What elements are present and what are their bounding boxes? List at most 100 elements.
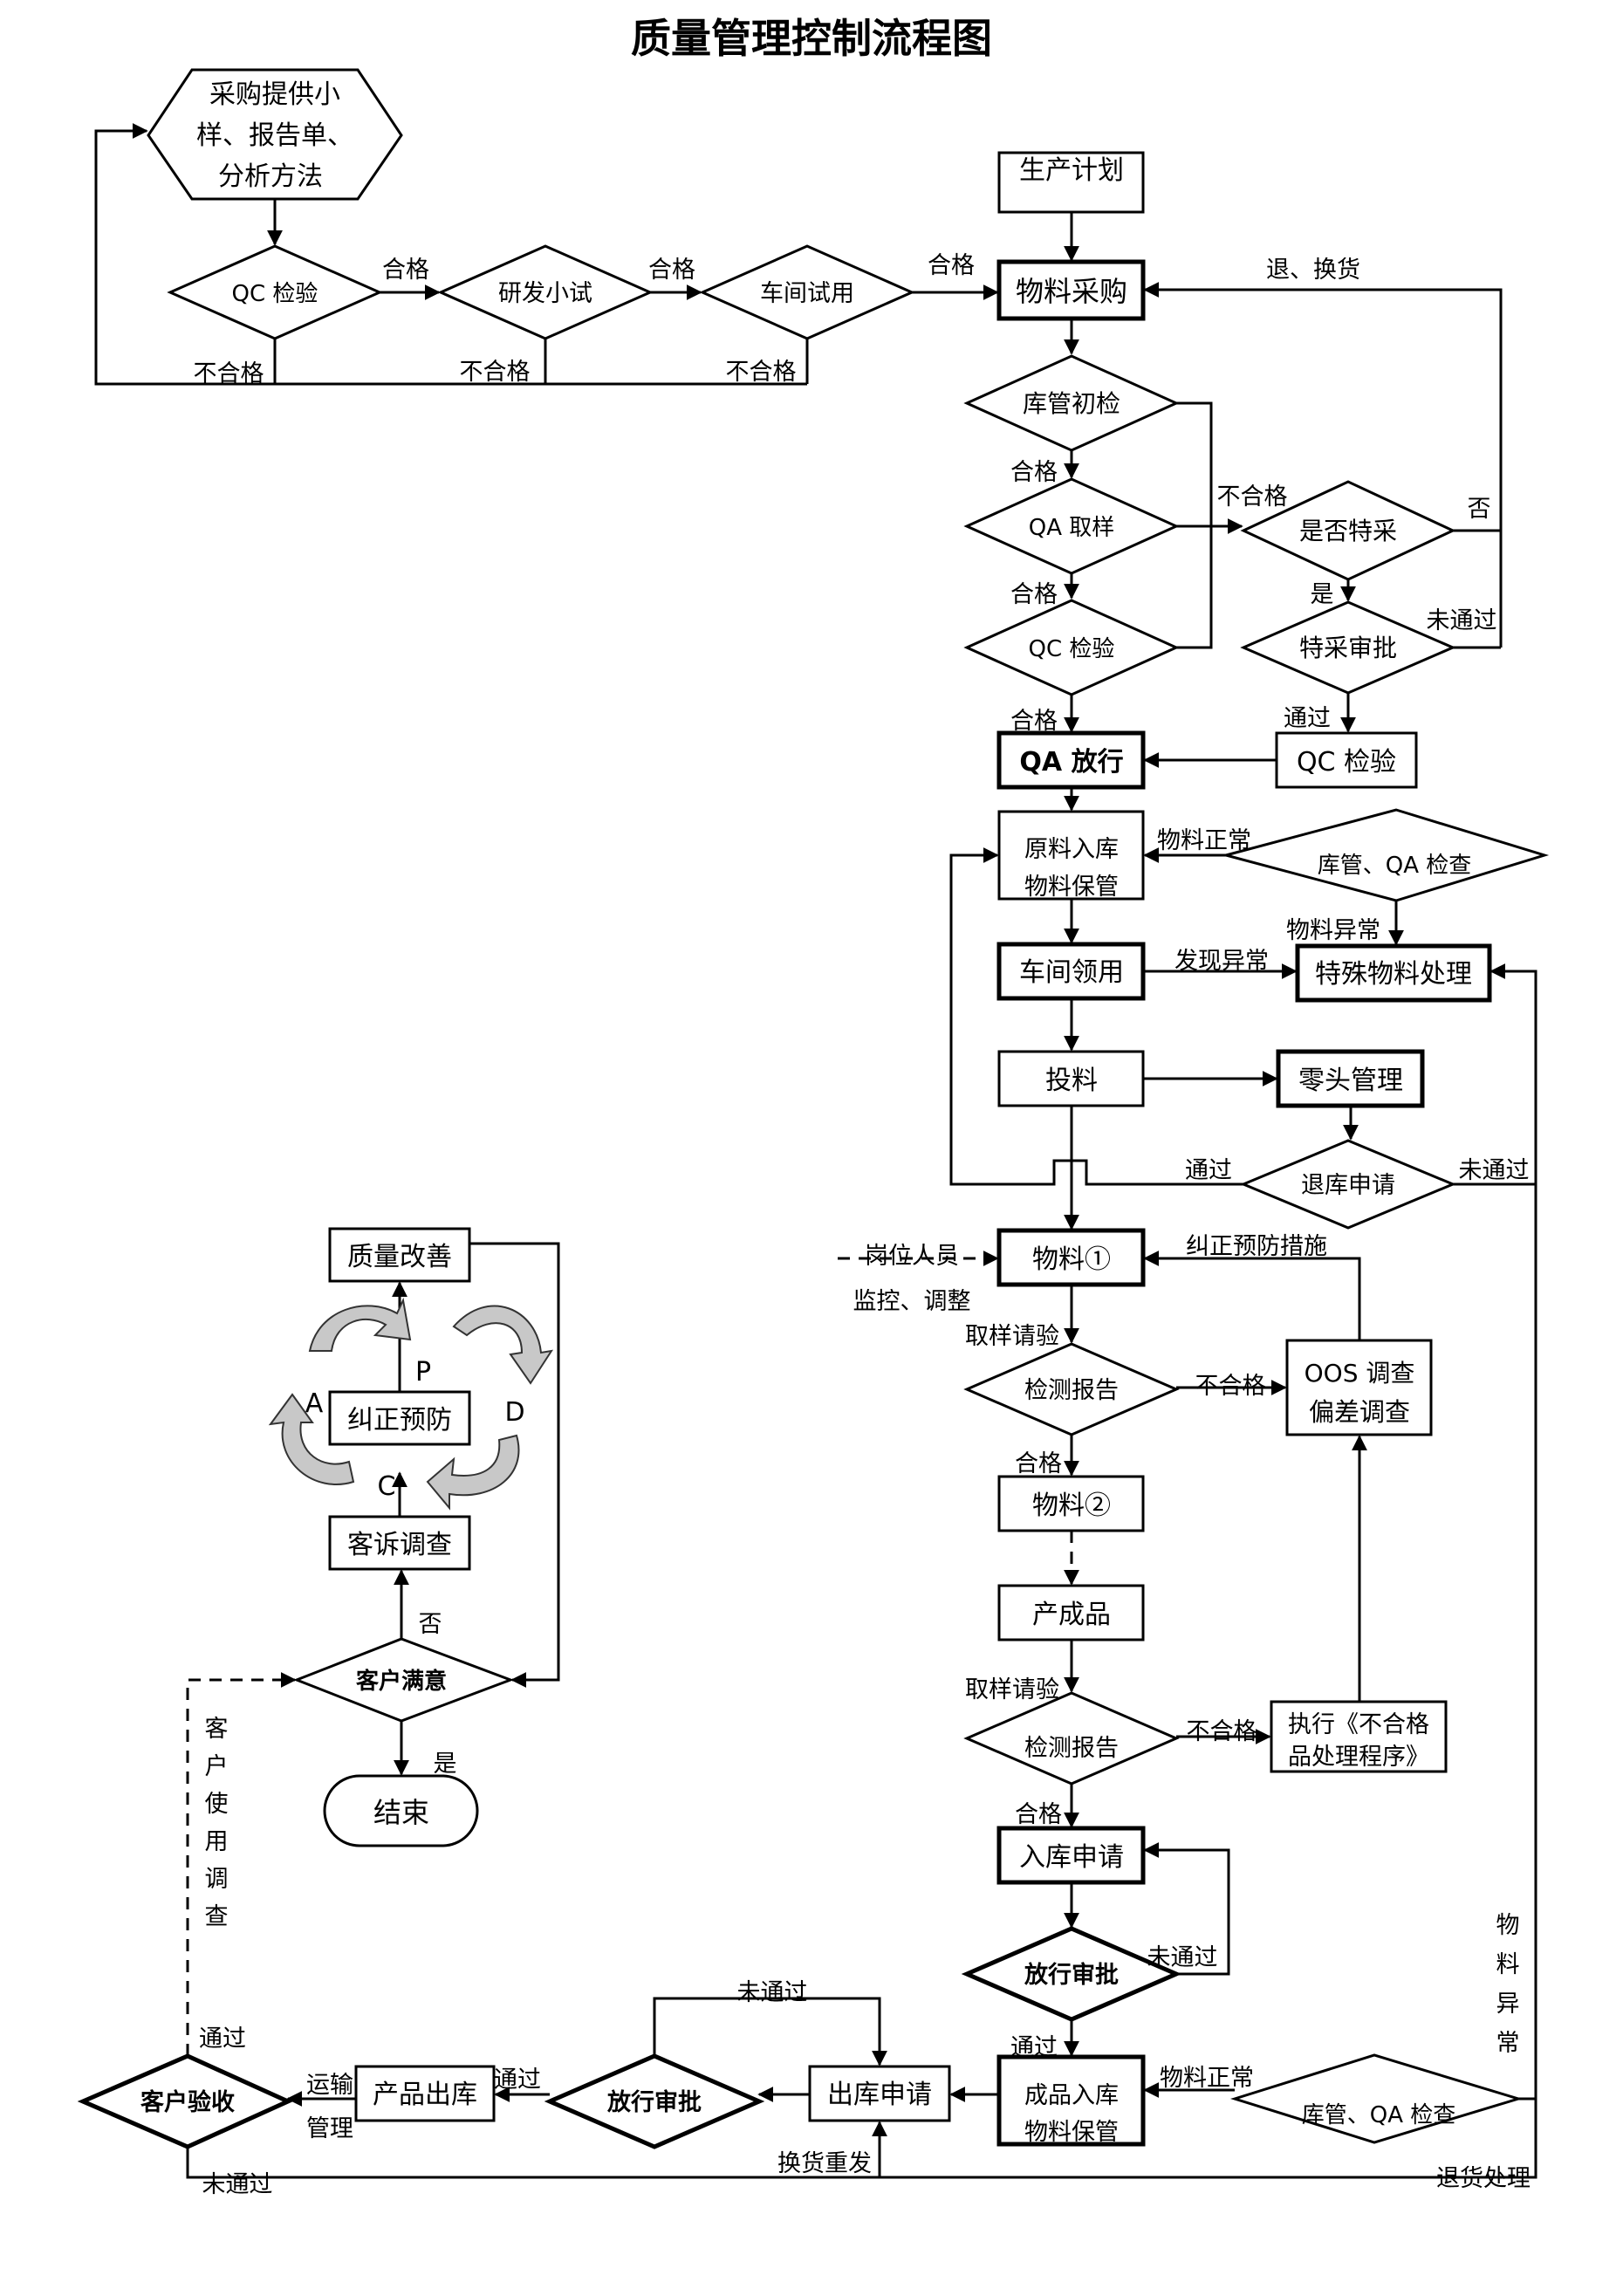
label-yes-special: 是: [1311, 581, 1334, 608]
warehouse-qa-bottom-label: 库管、QA 检查: [1302, 2102, 1456, 2128]
test-report-2-label: 检测报告: [1024, 1735, 1119, 1762]
improve-label: 质量改善: [347, 1242, 452, 1272]
label-pass-3: 合格: [928, 252, 975, 279]
material-1-label: 物料①: [1032, 1244, 1111, 1275]
label-material-abnormal-top: 物料异常: [1286, 917, 1380, 944]
diamond-customer-satisfy: [292, 1637, 515, 1723]
box-raw-storage: [997, 810, 1145, 901]
label-monitor-adjust: 监控、调整: [853, 1288, 971, 1315]
label-return-exchange: 退、换货: [1266, 257, 1360, 284]
raw-storage-line2: 物料保管: [1024, 874, 1119, 901]
label-satisfy-no: 否: [419, 1611, 442, 1638]
box-improve: [328, 1227, 471, 1283]
label-pass-initial: 合格: [1010, 459, 1058, 486]
diamond-customer-accept: [77, 2053, 294, 2149]
box-feeding: [997, 1050, 1145, 1107]
outbound-request-label: 出库申请: [827, 2080, 932, 2110]
label-not-passed-release-1: 未通过: [1147, 1944, 1218, 1971]
storage-request-label: 入库申请: [1019, 1842, 1124, 1873]
diamond-warehouse-qa-bottom: [1229, 2053, 1524, 2144]
warehouse-initial-label: 库管初检: [1023, 389, 1120, 418]
pdca-c: C: [378, 1471, 396, 1502]
complaint-label: 客诉调查: [347, 1530, 452, 1560]
label-pass-qc: 合格: [1010, 708, 1058, 735]
label-material-abnormal-vertical: 物料异常: [1496, 1912, 1520, 2057]
swirl-arrow-icon: [426, 1434, 520, 1511]
swirl-arrow-icon: [452, 1305, 554, 1385]
label-fail-3: 不合格: [726, 359, 797, 386]
box-storage-request: [996, 1826, 1146, 1885]
label-not-passed-release-2: 未通过: [737, 1979, 808, 2006]
svg-text:物料异常: 物料异常: [1496, 1912, 1520, 2057]
box-outbound-request: [808, 2065, 951, 2122]
purchase-sample-line3: 分析方法: [218, 161, 323, 192]
diagram-title: 质量管理控制流程图: [631, 15, 992, 62]
label-passed-special: 通过: [1284, 705, 1331, 732]
corrective-label: 纠正预防: [347, 1405, 452, 1436]
diamond-release-approval-2: [544, 2053, 765, 2149]
label-pass-qa: 合格: [1010, 581, 1058, 608]
label-pass-1: 合格: [382, 257, 429, 284]
label-pass-2: 合格: [648, 257, 695, 284]
qa-release-label: QA 放行: [1019, 747, 1123, 778]
qa-sampling-label: QA 取样: [1029, 515, 1115, 541]
label-fail-2: 不合格: [460, 359, 531, 386]
feeding-label: 投料: [1045, 1066, 1098, 1096]
finished-storage-line1: 成品入库: [1024, 2082, 1119, 2109]
qc-check-top-label: QC 检验: [232, 281, 318, 307]
test-report-1-label: 检测报告: [1024, 1377, 1119, 1404]
pdca-p: P: [415, 1357, 431, 1388]
label-fail-test-2: 不合格: [1187, 1718, 1257, 1745]
label-return-handling: 退货处理: [1436, 2165, 1531, 2192]
label-post-staff: 岗位人员: [865, 1243, 959, 1270]
production-plan-label: 生产计划: [1019, 155, 1124, 186]
label-pass-test-2: 合格: [1015, 1801, 1062, 1828]
label-corrective-measures: 纠正预防措施: [1186, 1233, 1327, 1260]
product-outbound-label: 产品出库: [373, 2080, 477, 2110]
label-transport-2: 管理: [306, 2115, 353, 2142]
diamond-warehouse-qa-top: [1221, 808, 1550, 902]
workshop-trial-label: 车间试用: [760, 280, 854, 307]
qc-check-right-label: QC 检验: [1297, 747, 1396, 778]
label-not-passed-return: 未通过: [1459, 1157, 1530, 1184]
diamond-test-report-2: [963, 1691, 1180, 1785]
label-transport-1: 运输: [306, 2072, 353, 2099]
qc-check-mid-label: QC 检验: [1029, 636, 1115, 662]
box-special-material: [1295, 943, 1492, 1003]
label-fail-qa: 不合格: [1217, 483, 1288, 511]
release-approval-2-label: 放行审批: [606, 2088, 702, 2116]
remnant-label: 零头管理: [1298, 1066, 1403, 1096]
special-purchase-label: 是否特采: [1299, 517, 1397, 545]
label-sample-test-1: 取样请验: [965, 1323, 1059, 1350]
box-material-2: [997, 1475, 1145, 1532]
label-no-special: 否: [1468, 496, 1491, 523]
nonconform-line2: 品处理程序》: [1288, 1744, 1429, 1771]
pdca-a: A: [305, 1388, 324, 1419]
special-approval-label: 特采审批: [1299, 634, 1397, 662]
warehouse-qa-top-label: 库管、QA 检查: [1318, 853, 1472, 879]
label-fail-test-1: 不合格: [1195, 1373, 1266, 1400]
swirl-arrow-icon: [268, 1393, 355, 1485]
label-material-normal-bottom: 物料正常: [1160, 2065, 1254, 2092]
swirl-arrow-icon: [308, 1297, 412, 1352]
customer-accept-label: 客户验收: [140, 2088, 235, 2116]
terminal-end: [323, 1774, 479, 1847]
label-found-abnormal: 发现异常: [1174, 948, 1269, 975]
box-nonconform: [1270, 1700, 1448, 1773]
customer-satisfy-label: 客户满意: [356, 1668, 447, 1695]
label-fail-1: 不合格: [194, 360, 264, 387]
nonconform-line1: 执行《不合格: [1288, 1711, 1429, 1738]
label-exchange-resend: 换货重发: [777, 2150, 872, 2177]
oos-line1: OOS 调查: [1305, 1359, 1415, 1388]
purchase-sample-line2: 样、报告单、: [196, 120, 353, 151]
workshop-pick-label: 车间领用: [1019, 957, 1124, 988]
material-purchase-label: 物料采购: [1016, 275, 1127, 308]
label-passed-return: 通过: [1185, 1157, 1232, 1184]
label-accept-pass: 通过: [199, 2025, 246, 2053]
release-approval-1-label: 放行审批: [1024, 1961, 1119, 1989]
diamond-test-report-1: [963, 1342, 1180, 1436]
label-pass-test-1: 合格: [1015, 1450, 1062, 1477]
label-sample-test-2: 取样请验: [965, 1676, 1059, 1703]
pdca-d: D: [504, 1397, 524, 1428]
